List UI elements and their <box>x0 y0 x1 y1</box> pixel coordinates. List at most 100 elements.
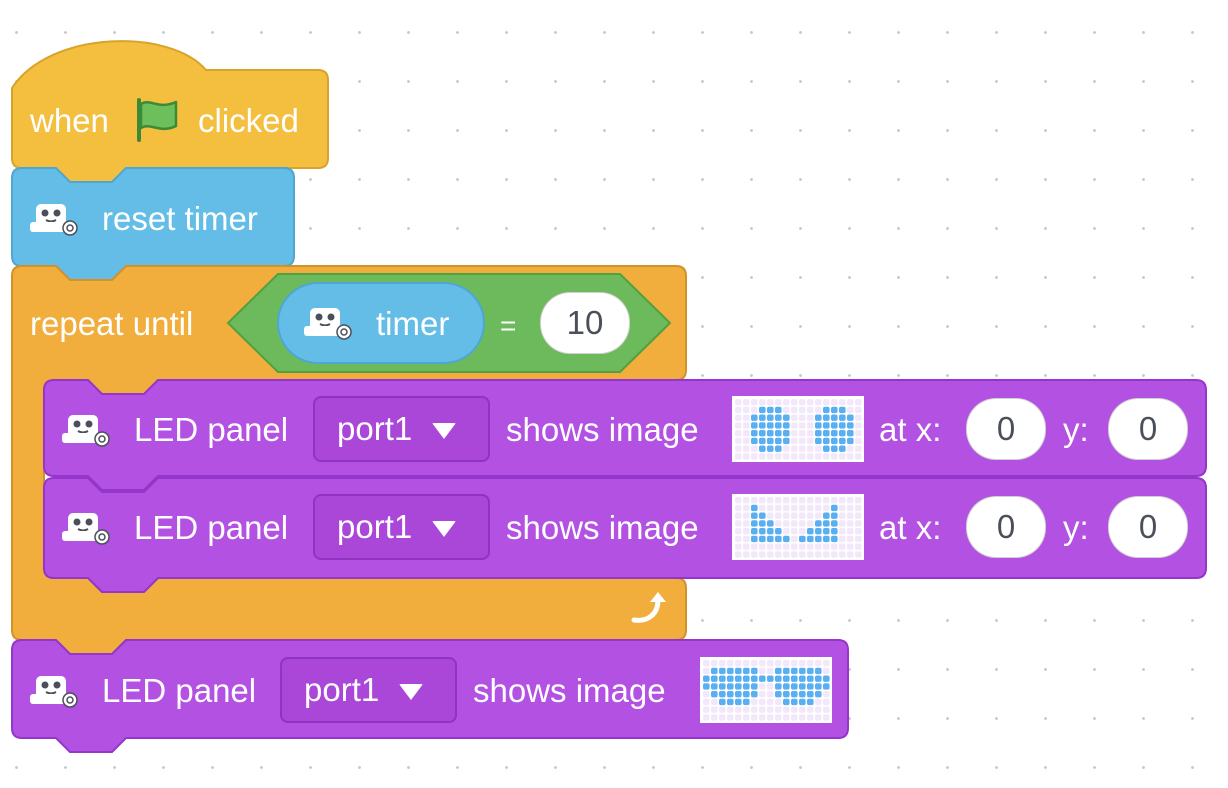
led-pixel-off <box>743 520 750 527</box>
led-pixel-off <box>735 706 742 713</box>
led-pixel-off <box>783 512 790 519</box>
x-input[interactable]: 0 <box>966 496 1046 558</box>
led-pixel-off <box>735 512 742 519</box>
led-pixel-on <box>759 512 766 519</box>
equals-sign: = <box>500 310 517 341</box>
led-pixel-off <box>775 453 782 460</box>
led-pixel-on <box>823 512 830 519</box>
led-pixel-off <box>711 698 718 706</box>
led-pixel-off <box>855 512 862 519</box>
led-pixel-off <box>775 512 782 519</box>
led-pixel-off <box>799 437 806 445</box>
led-pixel-on <box>783 430 790 437</box>
led-pixel-on <box>767 414 774 421</box>
led-pixel-off <box>831 551 838 558</box>
led-pixel-off <box>743 497 750 504</box>
led-pixel-off <box>735 660 742 667</box>
led-pixel-off <box>855 430 862 437</box>
led-pixel-on <box>751 430 758 437</box>
led-pixel-on <box>799 667 806 675</box>
led-pixel-on <box>823 683 830 690</box>
led-pixel-off <box>743 551 750 558</box>
led-pixel-off <box>791 535 798 543</box>
led-pixel-on <box>791 698 798 706</box>
led-pixel-on <box>831 512 838 519</box>
led-pixel-on <box>751 520 758 527</box>
led-pixel-on <box>831 504 838 512</box>
led-pixel-off <box>767 453 774 460</box>
led-pixel-off <box>799 512 806 519</box>
led-pixel-on <box>815 667 822 675</box>
led-pixel-off <box>743 714 750 721</box>
led-pixel-off <box>847 512 854 519</box>
robot-icon <box>62 415 110 447</box>
led-pixel-off <box>791 414 798 421</box>
led-pixel-off <box>743 535 750 543</box>
led-pixel-on <box>815 675 822 682</box>
led-pixel-off <box>703 667 710 675</box>
led-pixel-off <box>799 543 806 550</box>
led-pixel-off <box>783 660 790 667</box>
led-pixel-off <box>759 714 766 721</box>
led-pixel-on <box>759 414 766 421</box>
led-pixel-off <box>703 660 710 667</box>
led-panel-label: LED panel <box>134 411 289 448</box>
led-pixel-off <box>839 535 846 543</box>
led-pixel-off <box>751 497 758 504</box>
led-pixel-off <box>799 706 806 713</box>
led-image-picker[interactable] <box>700 657 832 723</box>
led-pixel-off <box>719 714 726 721</box>
led-pixel-off <box>823 706 830 713</box>
led-pixel-on <box>807 691 814 698</box>
led-pixel-off <box>735 520 742 527</box>
led-pixel-on <box>743 691 750 698</box>
led-pixel-on <box>847 430 854 437</box>
led-pixel-off <box>799 430 806 437</box>
led-pixel-off <box>703 714 710 721</box>
led-pixel-on <box>751 691 758 698</box>
led-pixel-on <box>751 667 758 675</box>
led-pixel-off <box>735 414 742 421</box>
y-input[interactable]: 0 <box>1108 398 1188 460</box>
led-image-picker[interactable] <box>732 494 864 560</box>
led-image-picker[interactable] <box>732 396 864 462</box>
led-pixel-off <box>727 714 734 721</box>
led-pixel-off <box>799 406 806 414</box>
led-pixel-on <box>735 691 742 698</box>
led-pixel-off <box>759 660 766 667</box>
led-pixel-off <box>791 528 798 535</box>
led-pixel-off <box>743 445 750 452</box>
led-pixel-on <box>823 414 830 421</box>
led-pixel-off <box>791 453 798 460</box>
y-input[interactable]: 0 <box>1108 496 1188 558</box>
shows-image-label: shows image <box>506 509 699 546</box>
led-pixel-on <box>815 528 822 535</box>
led-pixel-on <box>799 535 806 543</box>
led-pixel-off <box>791 706 798 713</box>
led-pixel-off <box>759 453 766 460</box>
led-pixel-on <box>783 698 790 706</box>
led-pixel-on <box>791 667 798 675</box>
led-pixel-on <box>759 430 766 437</box>
port-dropdown[interactable]: port1 <box>280 657 457 723</box>
led-pixel-on <box>751 414 758 421</box>
led-pixel-on <box>775 437 782 445</box>
led-pixel-off <box>759 667 766 675</box>
led-pixel-off <box>799 714 806 721</box>
led-pixel-on <box>807 675 814 682</box>
led-pixel-off <box>783 528 790 535</box>
led-pixel-on <box>807 528 814 535</box>
port-dropdown[interactable]: port1 <box>313 494 490 560</box>
led-pixel-off <box>799 520 806 527</box>
led-pixel-off <box>799 660 806 667</box>
port-dropdown[interactable]: port1 <box>313 396 490 462</box>
led-pixel-off <box>847 504 854 512</box>
led-pixel-off <box>791 497 798 504</box>
led-pixel-on <box>823 422 830 429</box>
led-pixel-off <box>823 543 830 550</box>
compare-value-input[interactable]: 10 <box>540 292 630 354</box>
x-input[interactable]: 0 <box>966 398 1046 460</box>
timer-reporter-block[interactable] <box>277 282 485 364</box>
led-pixel-off <box>735 437 742 445</box>
led-pixel-on <box>751 422 758 429</box>
